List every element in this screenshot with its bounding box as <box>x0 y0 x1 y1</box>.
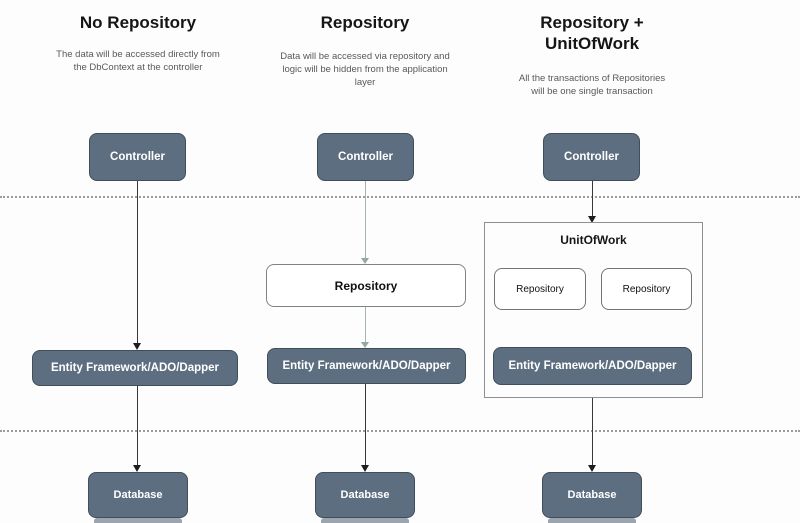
arrow-controller-to-repository-col2 <box>365 181 366 258</box>
arrowhead-icon <box>361 258 369 264</box>
arrow-controller-to-unitofwork-col3 <box>592 181 593 216</box>
column-description-no-repository: The data will be accessed directly from … <box>56 49 220 73</box>
controller-label-col1: Controller <box>110 151 165 163</box>
arrowhead-icon <box>133 343 141 350</box>
controller-label-col3: Controller <box>564 151 619 163</box>
column-description-repository-unitofwork: All the transactions of Repositories wil… <box>518 73 666 97</box>
repository-label-col2: Repository <box>334 278 398 293</box>
database-box-col1: Database <box>88 472 188 518</box>
layer-divider-top <box>0 196 800 198</box>
database-stack-edge-col1 <box>94 518 182 523</box>
layer-divider-bottom <box>0 430 800 432</box>
ef-box-col3: Entity Framework/ADO/Dapper <box>493 347 692 385</box>
ef-box-col2: Entity Framework/ADO/Dapper <box>267 348 466 384</box>
arrowhead-icon <box>588 216 596 223</box>
database-box-col3: Database <box>542 472 642 518</box>
database-label-col2: Database <box>340 489 390 501</box>
repository-label-col3-left: Repository <box>516 283 564 295</box>
controller-box-col1: Controller <box>89 133 186 181</box>
controller-box-col2: Controller <box>317 133 414 181</box>
arrow-repository-to-ef-col2 <box>365 307 366 342</box>
arrowhead-icon <box>361 465 369 472</box>
arrow-ef-to-database-col1 <box>137 386 138 465</box>
database-label-col1: Database <box>113 489 163 501</box>
arrowhead-icon <box>133 465 141 472</box>
arrowhead-icon <box>588 465 596 472</box>
arrowhead-icon <box>361 342 369 348</box>
repository-box-col2: Repository <box>266 264 466 307</box>
ef-label-col1: Entity Framework/ADO/Dapper <box>50 362 220 374</box>
database-stack-edge-col3 <box>548 518 636 523</box>
ef-label-col2: Entity Framework/ADO/Dapper <box>282 360 451 372</box>
column-title-repository: Repository <box>320 13 410 32</box>
database-box-col2: Database <box>315 472 415 518</box>
arrow-unitofwork-to-database-col3 <box>592 398 593 465</box>
database-stack-edge-col2 <box>321 518 409 523</box>
unitofwork-label: UnitOfWork <box>560 233 627 247</box>
controller-box-col3: Controller <box>543 133 640 181</box>
database-label-col3: Database <box>567 489 617 501</box>
arrow-ef-to-database-col2 <box>365 384 366 465</box>
arrow-controller-to-ef-col1 <box>137 181 138 343</box>
repository-box-col3-left: Repository <box>494 268 586 310</box>
repository-label-col3-right: Repository <box>622 283 671 295</box>
column-title-no-repository: No Repository <box>79 13 197 32</box>
ef-label-col3: Entity Framework/ADO/Dapper <box>508 360 677 372</box>
ef-box-col1: Entity Framework/ADO/Dapper <box>32 350 238 386</box>
column-description-repository: Data will be accessed via repository and… <box>280 51 450 88</box>
column-title-repository-unitofwork: Repository + UnitOfWork <box>540 13 644 53</box>
controller-label-col2: Controller <box>338 151 393 163</box>
repository-box-col3-right: Repository <box>601 268 692 310</box>
